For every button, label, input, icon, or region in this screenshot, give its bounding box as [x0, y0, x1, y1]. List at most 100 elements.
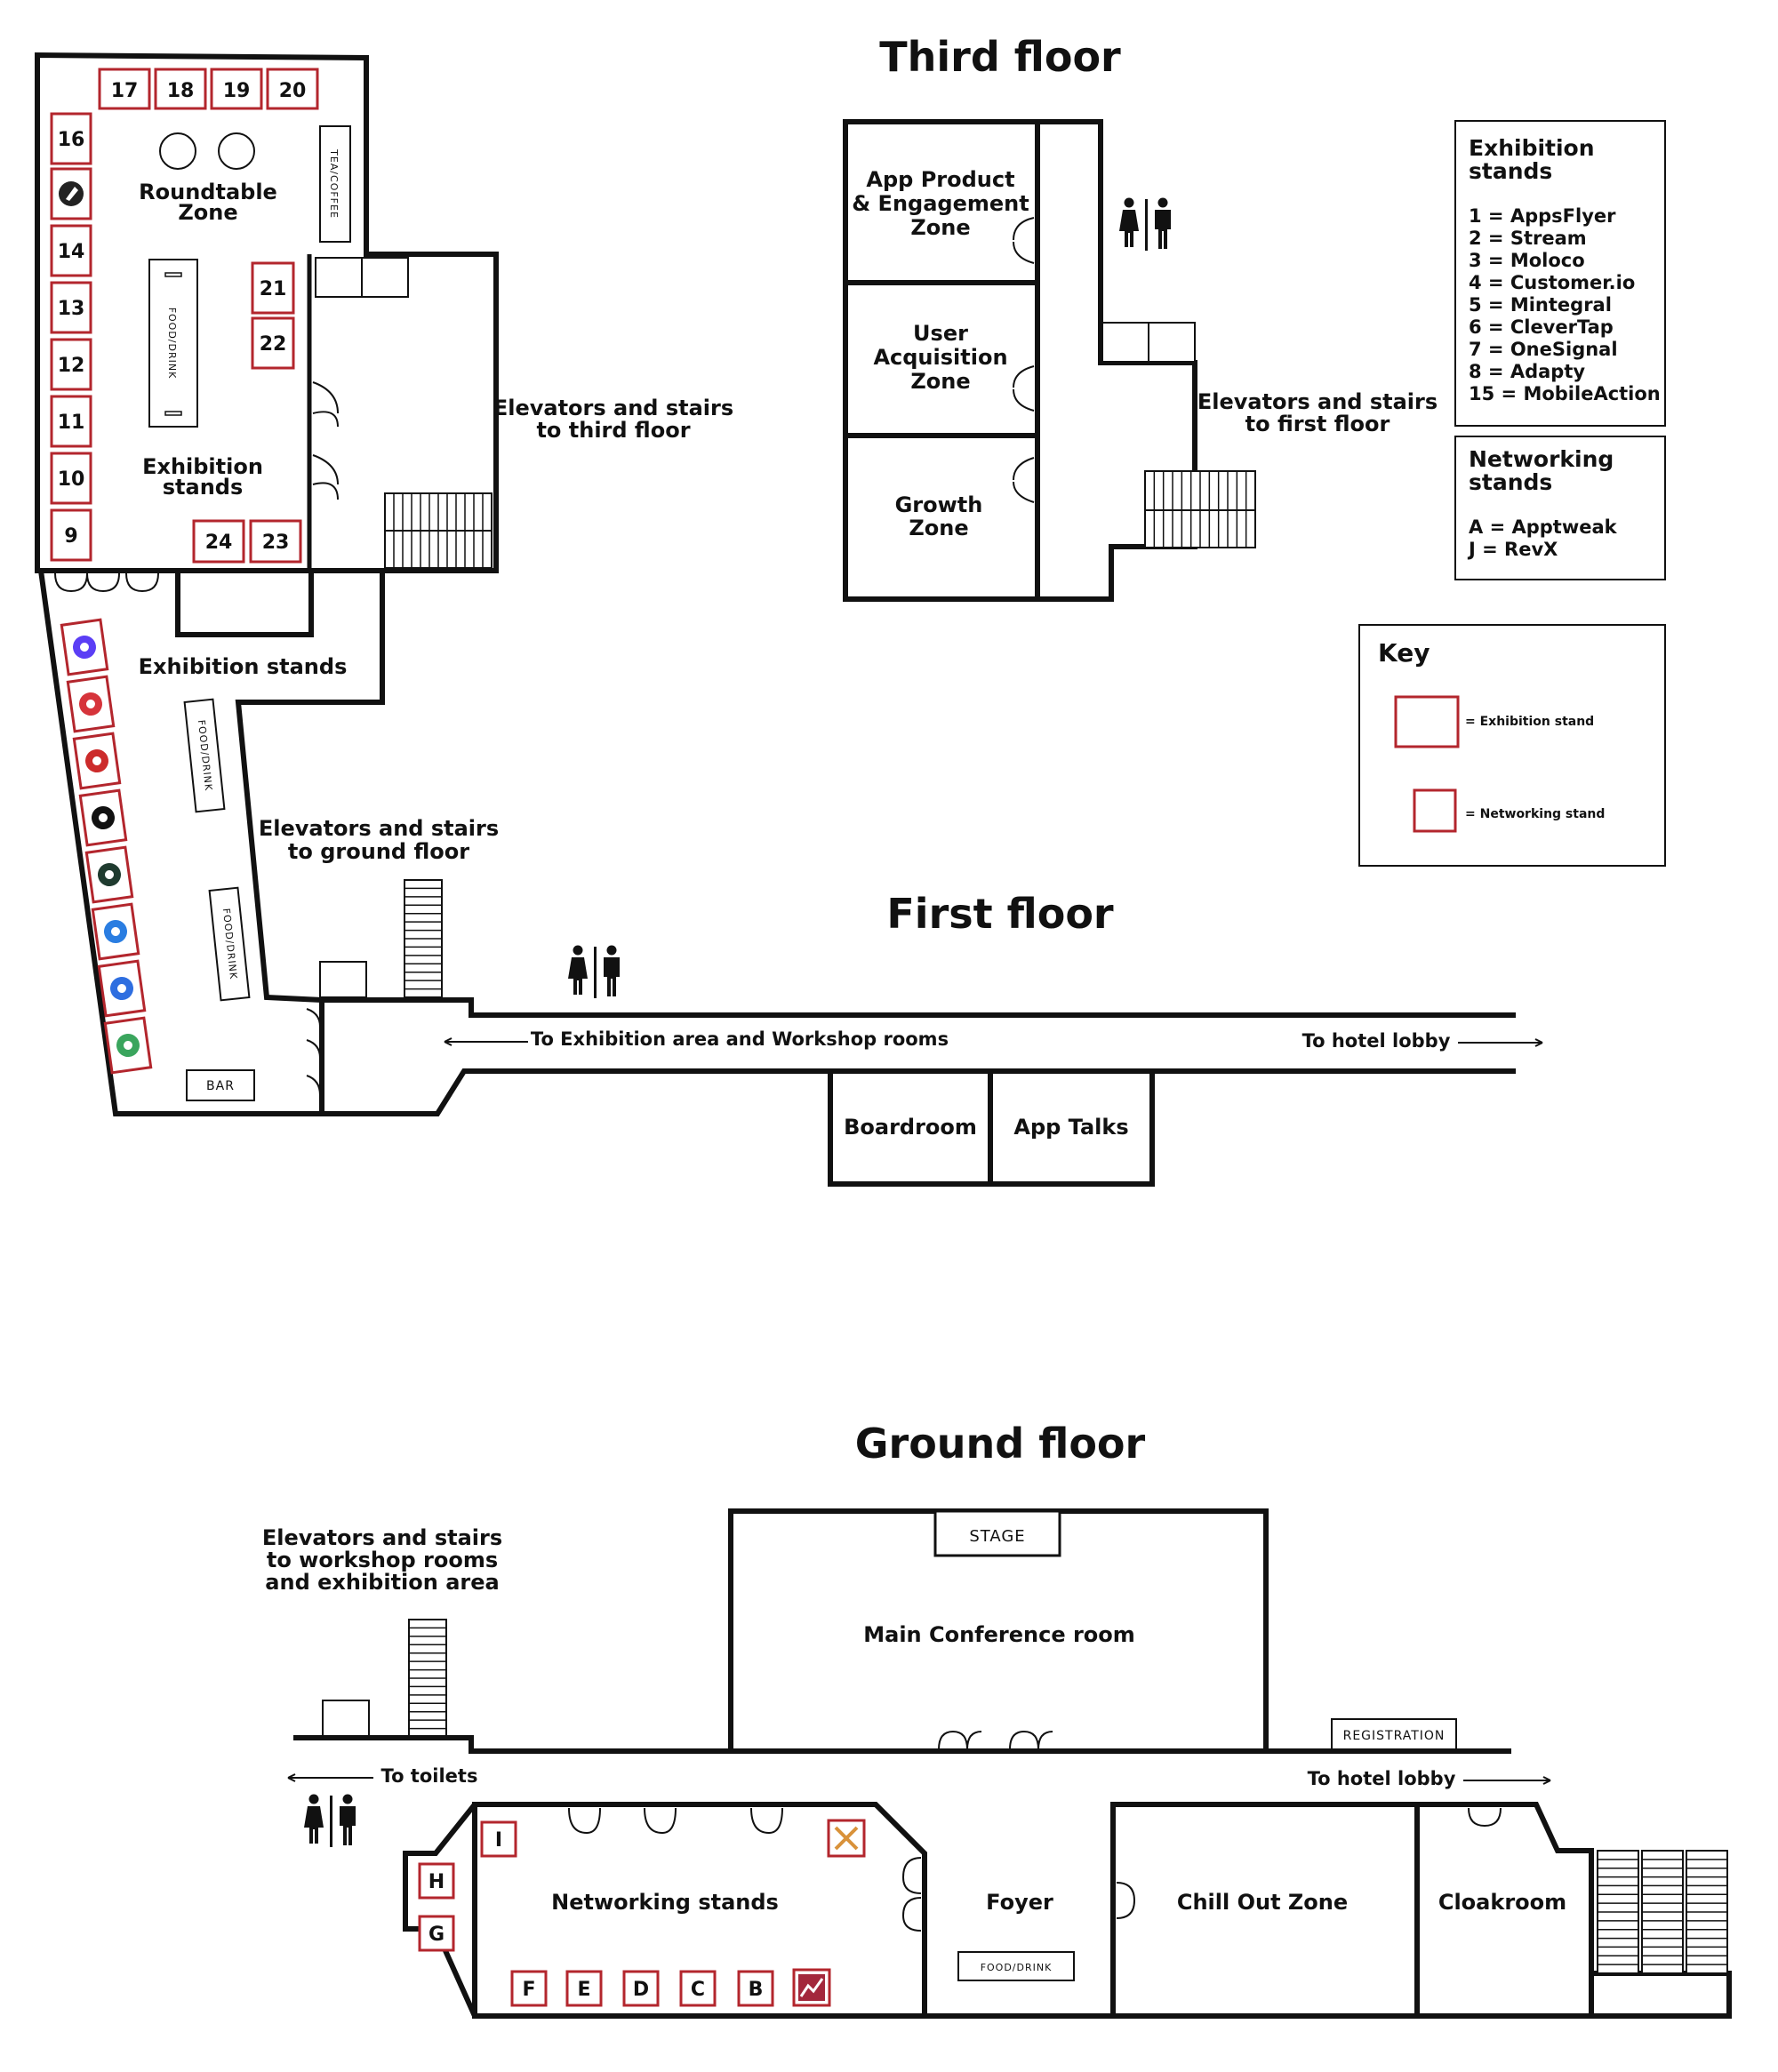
- svg-text:FOOD/DRINK: FOOD/DRINK: [166, 308, 178, 380]
- to-hotel-lobby-ground: To hotel lobby: [1308, 1768, 1456, 1789]
- svg-text:20: 20: [279, 80, 307, 102]
- svg-text:FOOD/DRINK: FOOD/DRINK: [981, 1962, 1053, 1973]
- foyer-label: Foyer: [986, 1890, 1053, 1915]
- stand-13[interactable]: 13: [50, 281, 92, 334]
- elevators-workshop-label: Elevators and stairs: [262, 1525, 502, 1550]
- boardroom-label: Boardroom: [844, 1115, 977, 1140]
- roundtable-zone-label-2: Zone: [178, 200, 237, 225]
- stand-19[interactable]: 19: [210, 68, 263, 110]
- elevators-ground-label-2: to ground floor: [288, 839, 469, 864]
- exhibition-corridor: Exhibition stands FOOD/DRINK FOOD/DRINK …: [38, 570, 499, 1116]
- exhibition-stand-1[interactable]: [60, 618, 109, 676]
- roundtable-zone-label: Roundtable: [139, 180, 277, 204]
- legend-exhibition-item: 4 = Customer.io: [1469, 272, 1635, 293]
- svg-text:REGISTRATION: REGISTRATION: [1343, 1729, 1446, 1743]
- svg-text:16: 16: [58, 129, 85, 151]
- svg-text:Exhibition: Exhibition: [1469, 135, 1595, 161]
- net-stand-I[interactable]: I: [480, 1820, 517, 1858]
- user-acquisition-zone-2: Acquisition: [873, 345, 1007, 370]
- legend-exhibition-item: 3 = Moloco: [1469, 250, 1585, 271]
- stand-9[interactable]: 9: [50, 508, 92, 562]
- stand-22[interactable]: 22: [251, 316, 295, 370]
- exhibition-stands-label-2: stands: [163, 475, 244, 500]
- net-stand-D[interactable]: D: [622, 1970, 660, 2007]
- legend-exhibition-item: 7 = OneSignal: [1469, 339, 1618, 360]
- exhibition-stand-4[interactable]: [78, 788, 128, 847]
- svg-text:12: 12: [58, 355, 85, 377]
- exhibition-stand-6[interactable]: [91, 902, 140, 961]
- stairs-to-workshop: [408, 1619, 447, 1738]
- stand-14[interactable]: 14: [50, 224, 92, 277]
- food-drink-table-1: FOOD/DRINK: [148, 259, 198, 428]
- net-stand-B[interactable]: B: [737, 1970, 774, 2007]
- svg-text:24: 24: [205, 532, 233, 554]
- apptweak-logo-icon: [798, 1974, 825, 2001]
- svg-text:BAR: BAR: [206, 1079, 235, 1093]
- exhibition-stand-3[interactable]: [72, 732, 122, 790]
- stand-15-mobileaction[interactable]: [50, 167, 92, 220]
- elevators-first-label-2: to first floor: [1245, 412, 1390, 436]
- ground-floor-title: Ground floor: [855, 1420, 1146, 1468]
- stand-17[interactable]: 17: [98, 68, 151, 110]
- bar: BAR: [186, 1069, 255, 1101]
- svg-text:11: 11: [58, 412, 85, 434]
- net-stand-C[interactable]: C: [679, 1970, 717, 2007]
- svg-text:17: 17: [111, 80, 139, 102]
- svg-text:H: H: [428, 1871, 444, 1893]
- stand-12[interactable]: 12: [50, 338, 92, 391]
- net-stand-E[interactable]: E: [565, 1970, 603, 2007]
- elevators-workshop-label-3: and exhibition area: [265, 1570, 499, 1595]
- legend-exhibition-item: 1 = AppsFlyer: [1469, 205, 1616, 227]
- roundtable-2: [218, 132, 255, 170]
- svg-text:19: 19: [223, 80, 251, 102]
- roundtable-1: [159, 132, 196, 170]
- svg-text:10: 10: [58, 468, 85, 491]
- legend-exhibition-item: 6 = CleverTap: [1469, 316, 1614, 338]
- net-stand-F[interactable]: F: [510, 1970, 548, 2007]
- app-product-zone-2: & Engagement: [852, 191, 1029, 216]
- svg-text:Networking: Networking: [1469, 446, 1614, 472]
- svg-text:J = RevX: J = RevX: [1467, 539, 1558, 560]
- stand-23[interactable]: 23: [249, 519, 302, 564]
- stand-10[interactable]: 10: [50, 452, 92, 505]
- registration-desk: REGISTRATION: [1331, 1718, 1457, 1750]
- svg-text:14: 14: [58, 241, 85, 263]
- exhibition-stand-8[interactable]: [103, 1016, 153, 1075]
- elevators-ground-label: Elevators and stairs: [259, 816, 499, 841]
- svg-text:stands: stands: [1469, 158, 1552, 184]
- legend-exhibition-item: 5 = Mintegral: [1469, 294, 1612, 316]
- svg-text:9: 9: [64, 525, 77, 548]
- stand-16[interactable]: 16: [50, 112, 92, 165]
- cloakroom-label: Cloakroom: [1438, 1890, 1566, 1915]
- svg-text:stands: stands: [1469, 469, 1552, 495]
- stand-11[interactable]: 11: [50, 395, 92, 448]
- net-stand-G[interactable]: G: [418, 1915, 455, 1952]
- mobileaction-logo-icon: [59, 181, 84, 206]
- stand-20[interactable]: 20: [266, 68, 319, 110]
- legend-networking: Networking stands A = Apptweak J = RevX: [1454, 436, 1666, 580]
- svg-text:C: C: [691, 1979, 705, 2001]
- restroom-icon-ground: [304, 1794, 356, 1847]
- key-networking-swatch: [1413, 788, 1457, 833]
- exhibition-stand-2[interactable]: [66, 675, 116, 733]
- user-acquisition-zone-3: Zone: [910, 369, 970, 394]
- networking-stands-label: Networking stands: [551, 1890, 779, 1915]
- clevertap-logo-icon: [98, 863, 121, 886]
- svg-text:I: I: [495, 1829, 502, 1852]
- stand-24[interactable]: 24: [192, 519, 245, 564]
- net-stand-A-apptweak[interactable]: [792, 1968, 831, 2007]
- exhibition-area: 17 18 19 20 16 14 13 12 11 10 9 21 22 24…: [35, 52, 733, 573]
- svg-text:Key: Key: [1378, 638, 1430, 668]
- stand-21[interactable]: 21: [251, 261, 295, 315]
- elevator-ground: [322, 1700, 370, 1737]
- exhibition-stand-5[interactable]: [84, 845, 134, 904]
- net-stand-J-revx[interactable]: [827, 1819, 866, 1858]
- exhibition-stands-label: Exhibition: [142, 454, 263, 479]
- restroom-icon-third: [1119, 197, 1171, 251]
- exhibition-stand-7[interactable]: [97, 959, 147, 1018]
- stand-18[interactable]: 18: [154, 68, 207, 110]
- net-stand-H[interactable]: H: [418, 1862, 455, 1900]
- elevator-first: [319, 961, 367, 998]
- svg-text:STAGE: STAGE: [969, 1527, 1025, 1546]
- stairs-to-first-floor: [1144, 470, 1256, 548]
